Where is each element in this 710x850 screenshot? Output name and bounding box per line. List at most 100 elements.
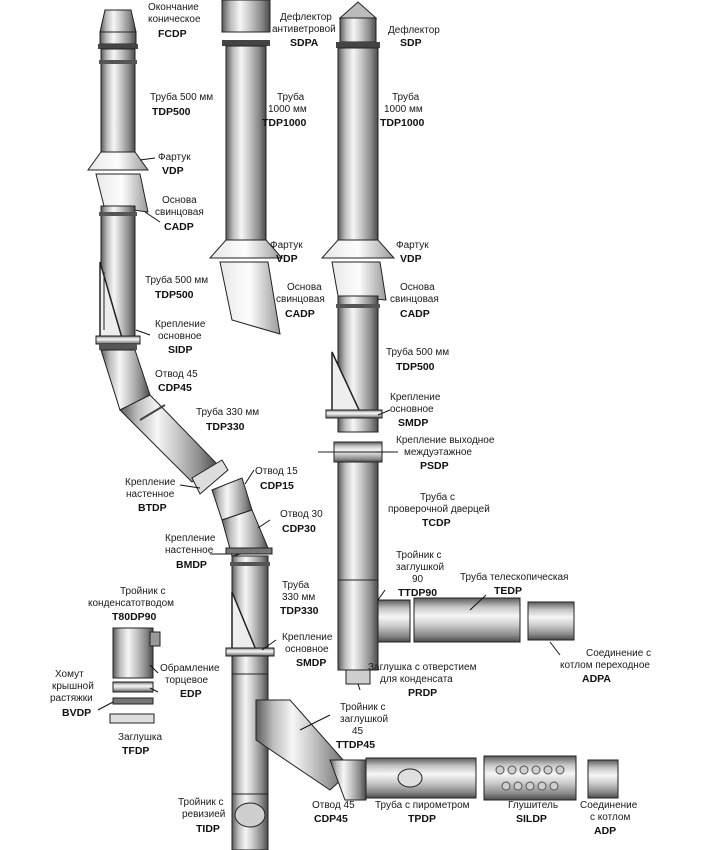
svg-text:Крепление: Крепление	[390, 392, 441, 403]
svg-text:VDP: VDP	[162, 165, 184, 177]
label-tpdp: Труба с пирометром TPDP	[375, 799, 470, 825]
lead-base-cadp-b	[219, 261, 281, 335]
lead-base-cadp-c	[331, 261, 387, 301]
svg-text:FCDP: FCDP	[158, 28, 187, 40]
connection-adpa	[527, 601, 575, 641]
tee-t80dp90	[112, 627, 154, 679]
svg-text:SMDP: SMDP	[398, 417, 428, 429]
svg-text:проверочной дверцей: проверочной дверцей	[388, 504, 490, 515]
svg-text:настенное: настенное	[126, 489, 175, 500]
labels: Окончание коническое FCDP Труба 500 мм T…	[50, 2, 651, 837]
svg-text:TDP500: TDP500	[155, 289, 194, 301]
label-bvdp: Хомут крышной растяжки BVDP	[50, 669, 94, 719]
svg-text:CADP: CADP	[164, 221, 194, 233]
svg-text:настенное: настенное	[165, 545, 214, 556]
svg-text:1000 мм: 1000 мм	[384, 104, 423, 115]
label-vdp-a: Фартук VDP	[158, 152, 191, 177]
svg-text:45: 45	[352, 726, 364, 737]
column-3-assembly	[318, 1, 575, 685]
tee-ttdp90	[337, 579, 379, 671]
label-cadp-a: Основа свинцовая CADP	[155, 195, 204, 233]
svg-text:PSDP: PSDP	[420, 460, 449, 472]
svg-text:с котлом: с котлом	[590, 812, 630, 823]
svg-text:VDP: VDP	[400, 253, 422, 265]
label-sdp: Дефлектор SDP	[388, 24, 440, 49]
svg-text:Труба: Труба	[277, 91, 305, 103]
connection-adp	[587, 759, 619, 799]
svg-text:BVDP: BVDP	[62, 707, 91, 719]
leader-lines	[97, 157, 561, 731]
label-cdp30: Отвод 30 CDP30	[280, 509, 323, 535]
label-t80dp90: Тройник с конденсатотводом T80DP90	[88, 586, 174, 623]
svg-text:Окончание: Окончание	[148, 2, 199, 13]
pipe-tedp	[413, 597, 521, 643]
svg-text:TDP500: TDP500	[152, 106, 191, 118]
svg-text:BTDP: BTDP	[138, 502, 167, 514]
svg-text:Труба с пирометром: Труба с пирометром	[375, 799, 470, 811]
svg-text:1000 мм: 1000 мм	[268, 104, 307, 115]
svg-text:90: 90	[412, 574, 424, 585]
svg-text:CDP15: CDP15	[260, 480, 294, 492]
loose-parts	[109, 627, 161, 724]
label-cdp45-a: Отвод 45 CDP45	[155, 369, 198, 394]
svg-text:основное: основное	[158, 331, 202, 342]
svg-text:Труба: Труба	[282, 579, 310, 591]
label-sildp: Глушитель SILDP	[508, 800, 558, 825]
svg-text:TEDP: TEDP	[494, 585, 522, 597]
deflector-sdpa	[221, 0, 271, 33]
svg-text:VDP: VDP	[276, 253, 298, 265]
svg-text:крышной: крышной	[52, 681, 94, 692]
label-cdp15: Отвод 15 CDP15	[255, 466, 298, 492]
label-smdp-a: Крепление основное SMDP	[282, 632, 333, 669]
svg-text:Основа: Основа	[162, 195, 197, 206]
end-frame-edp	[112, 681, 154, 693]
svg-text:T80DP90: T80DP90	[112, 611, 157, 623]
svg-text:TIDP: TIDP	[196, 823, 220, 835]
label-tedp: Труба телескопическая TEDP	[460, 571, 568, 597]
pipe-tcdp	[337, 461, 379, 581]
svg-text:Основа: Основа	[287, 282, 322, 293]
fcdp-cone	[99, 9, 137, 33]
column-1-assembly	[87, 9, 619, 850]
label-sidp: Крепление основное SIDP	[155, 319, 206, 356]
svg-text:Крепление: Крепление	[165, 533, 216, 544]
svg-text:Крепление: Крепление	[125, 477, 176, 488]
svg-text:TCDP: TCDP	[422, 517, 451, 529]
flashing-vdp-c	[320, 239, 396, 259]
svg-text:антиветровой: антиветровой	[272, 24, 336, 35]
flashing-vdp-a	[87, 151, 149, 171]
svg-text:Отвод 30: Отвод 30	[280, 509, 323, 520]
band	[99, 344, 137, 350]
svg-text:Фартук: Фартук	[270, 240, 303, 251]
svg-text:Тройник с: Тройник с	[178, 797, 224, 808]
svg-text:растяжки: растяжки	[50, 693, 93, 704]
pipe-tdp500-top	[100, 48, 136, 153]
svg-text:Труба телескопическая: Труба телескопическая	[460, 571, 568, 583]
svg-text:TTDP45: TTDP45	[336, 739, 375, 751]
label-adpa: Соединение с котлом переходное ADPA	[560, 648, 651, 685]
svg-text:EDP: EDP	[180, 688, 202, 700]
silencer-sildp	[483, 755, 577, 801]
band	[336, 304, 380, 308]
svg-text:Основа: Основа	[400, 282, 435, 293]
svg-text:заглушкой: заглушкой	[396, 562, 444, 573]
svg-text:свинцовая: свинцовая	[155, 207, 204, 218]
svg-text:Тройник с: Тройник с	[340, 702, 386, 713]
svg-text:CADP: CADP	[285, 308, 315, 320]
svg-text:коническое: коническое	[148, 14, 201, 25]
elbow-cdp45-b	[329, 759, 367, 801]
svg-text:Тройник с: Тройник с	[120, 586, 166, 597]
band	[99, 60, 137, 64]
svg-text:Труба 330 мм: Труба 330 мм	[196, 406, 259, 418]
svg-text:конденсатотводом: конденсатотводом	[88, 598, 174, 609]
svg-text:TDP330: TDP330	[280, 605, 319, 617]
label-sdpa: Дефлектор антиветровой SDPA	[272, 11, 336, 49]
label-tdp1000-a: Труба 1000 мм TDP1000	[262, 91, 307, 129]
svg-text:Заглушка с отверстием: Заглушка с отверстием	[368, 662, 477, 673]
svg-text:TDP500: TDP500	[396, 361, 435, 373]
svg-text:SMDP: SMDP	[296, 657, 326, 669]
cap-prdp	[345, 669, 371, 685]
wall-bracket-bmdp	[225, 547, 273, 555]
svg-text:Труба 500 мм: Труба 500 мм	[145, 274, 208, 286]
